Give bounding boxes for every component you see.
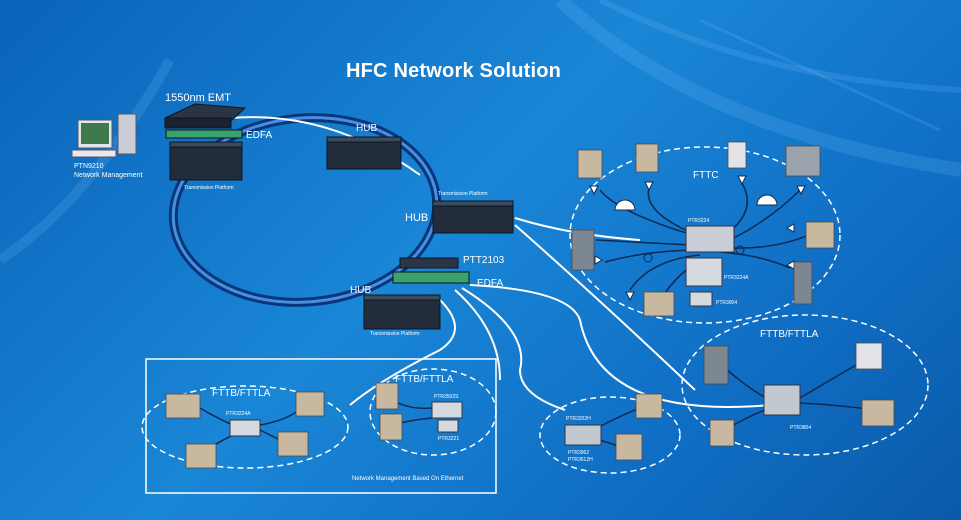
rack-devices [164,103,514,330]
fttc-node-2-label: PTR3224A [724,275,749,281]
transmission-platform-bottom-label: Transmission Platform [370,331,420,337]
transmission-platform-top-label: Transmission Platform [184,185,234,191]
fttc-node-main-label: PTR3224 [688,218,710,224]
small-node-top-label: PTR3202H [566,416,591,422]
hub-right-label: HUB [405,212,429,224]
fiber-links [229,116,771,411]
edfa-top-label: EDFA [246,130,273,141]
fttb-right-title: FTTB/FTTLA [760,329,819,340]
amplifier-markers [589,175,806,302]
small-node-bottom-1-label: PTR3962 [568,450,590,456]
management-caption: Network Management [74,172,143,179]
page-title: HFC Network Solution [346,60,562,82]
ethernet-caption: Network Management Based On Ethernet [352,476,464,482]
fttc-title: FTTC [693,170,719,181]
backbone-ring [168,113,442,307]
ptt-label: PTT2103 [463,255,505,266]
background-streaks [0,0,961,265]
management-pc [71,113,137,158]
fttb-left-node-label: PTR3224A [226,411,251,417]
transmission-platform-right-label: Transmission Platform [438,191,488,197]
fttb-mid-title: FTTB/FTTLA [395,374,454,385]
optical-nodes [229,225,801,446]
hub-top-label: HUB [356,123,378,134]
fttc-node-3-label: PTR3004 [716,300,738,306]
edfa-mid-label: EDFA [477,278,504,289]
ethernet-box [145,358,497,494]
hub-bottom-label: HUB [350,285,372,296]
fttb-mid-node-1-label: PTR3502S [434,394,459,400]
management-name: PTN9210 [74,163,104,170]
emt-label: 1550nm EMT [165,92,232,104]
fttb-mid-node-2-label: PTR3221 [438,436,460,442]
fttb-right-node-label: PTR3804 [790,425,812,431]
taps [614,194,778,263]
small-node-bottom-2-label: PTR3612H [568,457,593,463]
fttb-left-title: FTTB/FTTLA [212,388,271,399]
buildings [165,141,895,469]
